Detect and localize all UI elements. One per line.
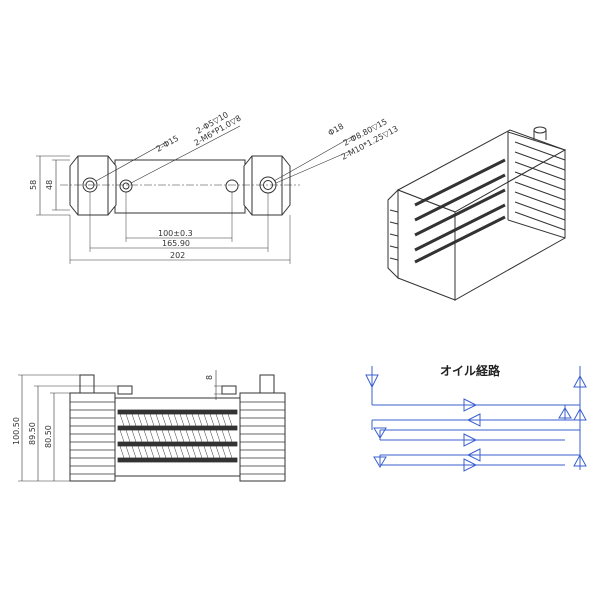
flow-arrow-inlet — [365, 374, 379, 389]
oil-path-title: オイル経路 — [440, 363, 501, 378]
front-fitting-left — [79, 374, 95, 394]
front-view-labels: 8 100.50 89.50 80.50 — [12, 375, 214, 448]
label-hole-large: Φ18 — [327, 122, 346, 138]
label-dim-165: 165.90 — [162, 239, 190, 248]
label-dim-100: 100±0.3 — [158, 229, 193, 238]
label-dim-202: 202 — [170, 251, 185, 260]
front-right-tank — [239, 392, 286, 482]
front-fitting-right — [259, 374, 275, 394]
label-hole-small: 2-Φ15 — [155, 134, 181, 154]
flow-arrow-out-2 — [573, 407, 587, 421]
label-dim-100-50: 100.50 — [12, 417, 21, 445]
top-view — [36, 125, 356, 264]
label-dim-80-50: 80.50 — [44, 425, 53, 448]
label-dim-8: 8 — [205, 375, 214, 380]
label-dim-48: 48 — [45, 180, 54, 190]
front-left-tank — [69, 392, 116, 482]
flow-arrow-out-3 — [573, 453, 587, 467]
flow-arrow-mid-2 — [466, 413, 481, 427]
label-dim-58: 58 — [29, 180, 38, 190]
flow-arrow-out-1 — [573, 374, 587, 388]
flow-arrow-mid-5 — [463, 458, 478, 472]
flow-arrow-mid-4 — [466, 448, 481, 462]
top-view-body — [114, 159, 246, 214]
top-view-left-tank — [69, 155, 117, 216]
flow-arrow-left-1 — [373, 427, 387, 439]
flow-arrow-mid-3 — [463, 433, 478, 447]
flow-arrow-left-2 — [373, 456, 387, 468]
top-view-right-tank — [243, 155, 291, 216]
isometric-view — [387, 126, 567, 301]
flow-arrow-mid-1 — [463, 398, 478, 412]
oil-path-diagram — [365, 366, 587, 472]
label-dim-89-50: 89.50 — [28, 422, 37, 445]
